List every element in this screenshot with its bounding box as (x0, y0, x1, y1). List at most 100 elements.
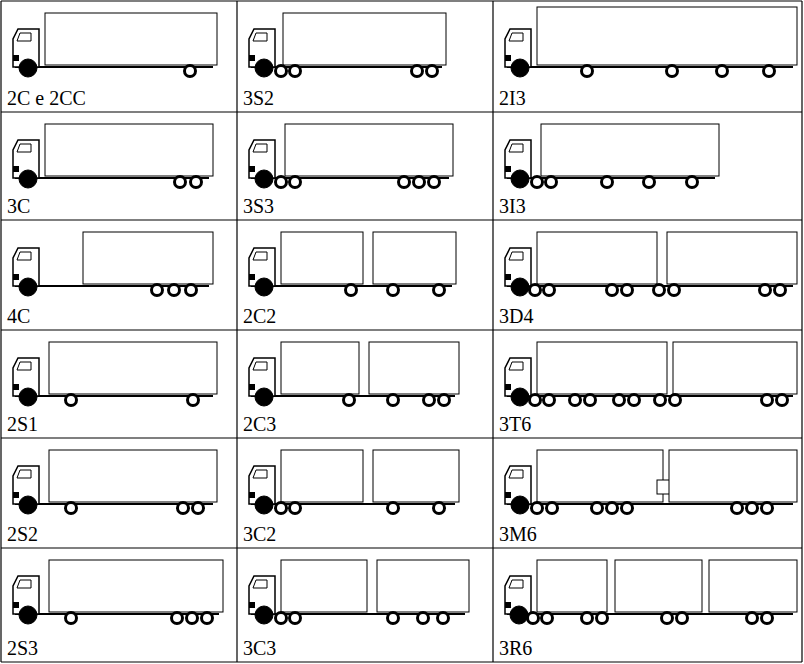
cab-window (509, 470, 523, 478)
class-label: 3C3 (243, 637, 276, 659)
wheel (191, 177, 202, 188)
wheel (255, 606, 273, 624)
bumper (249, 384, 255, 390)
class-label: 3S2 (243, 87, 274, 109)
class-label: 2C2 (243, 305, 276, 327)
cargo-box (281, 342, 359, 394)
wheel (669, 285, 680, 296)
wheel (172, 613, 183, 624)
class-label: 2S3 (7, 637, 38, 659)
wheel (570, 395, 581, 406)
bumper (13, 492, 19, 498)
bumper (13, 602, 19, 608)
wheel (255, 496, 273, 514)
wheel (622, 503, 633, 514)
truck-illustration (13, 560, 223, 624)
cargo-box (537, 560, 607, 612)
chassis-line (15, 395, 213, 397)
wheel (175, 177, 186, 188)
cab-window (509, 33, 523, 41)
wheel (762, 613, 773, 624)
cargo-box (377, 560, 469, 612)
wheel (276, 503, 287, 514)
truck-illustration (249, 342, 459, 406)
wheel (178, 503, 189, 514)
class-label: 3T6 (499, 413, 531, 435)
wheel (66, 613, 77, 624)
class-label: 3I3 (499, 195, 526, 217)
wheel (414, 177, 425, 188)
wheel (732, 503, 743, 514)
wheel (290, 177, 301, 188)
wheel (66, 503, 77, 514)
table-line (1, 547, 802, 548)
wheel (290, 66, 301, 77)
bumper (13, 274, 19, 280)
wheel (19, 59, 37, 77)
cab-window (253, 144, 267, 152)
wheel (654, 285, 665, 296)
bumper (249, 55, 255, 61)
cab-window (253, 33, 267, 41)
cargo-box (667, 232, 797, 284)
cab-window (17, 362, 31, 370)
class-label: 3D4 (499, 305, 533, 327)
cab-window (509, 362, 523, 370)
wheel (388, 503, 399, 514)
wheel (19, 606, 37, 624)
wheel (424, 395, 435, 406)
wheel (528, 613, 539, 624)
wheel (255, 59, 273, 77)
bumper (13, 166, 19, 172)
wheel (186, 285, 197, 296)
truck-illustration (13, 13, 217, 77)
class-label: 2S1 (7, 413, 38, 435)
class-label: 2C e 2CC (7, 87, 86, 109)
wheel (677, 613, 688, 624)
cargo-box (615, 560, 702, 612)
cab-window (253, 580, 267, 588)
cargo-box (281, 560, 367, 612)
wheel (544, 395, 555, 406)
wheel (775, 285, 786, 296)
bumper (13, 55, 19, 61)
cab-window (17, 580, 31, 588)
cargo-box (541, 124, 719, 176)
cargo-box (45, 13, 217, 65)
wheel (427, 66, 438, 77)
wheel (511, 59, 529, 77)
bumper (505, 384, 511, 390)
wheel (439, 395, 450, 406)
wheel (418, 613, 429, 624)
wheel (66, 395, 77, 406)
wheel (255, 388, 273, 406)
wheel (670, 395, 681, 406)
wheel (747, 503, 758, 514)
cargo-box (537, 450, 663, 502)
wheel (532, 503, 543, 514)
chassis-line (507, 66, 793, 68)
wheel (717, 66, 728, 77)
wheel (687, 177, 698, 188)
wheel (511, 278, 529, 296)
wheel (511, 170, 529, 188)
cargo-box (49, 450, 217, 502)
wheel (434, 285, 445, 296)
table-line (236, 1, 237, 662)
cab-window (17, 470, 31, 478)
wheel (607, 285, 618, 296)
cargo-box (709, 560, 797, 612)
cargo-box (281, 450, 363, 502)
wheel (777, 395, 788, 406)
wheel (185, 66, 196, 77)
wheel (667, 66, 678, 77)
wheel (438, 613, 449, 624)
cargo-box (369, 342, 459, 394)
table-line (492, 1, 493, 662)
cab-window (17, 33, 31, 41)
wheel (255, 278, 273, 296)
wheel (542, 613, 553, 624)
wheel (762, 503, 773, 514)
table-line (1, 437, 802, 438)
class-label: 3M6 (499, 523, 537, 545)
